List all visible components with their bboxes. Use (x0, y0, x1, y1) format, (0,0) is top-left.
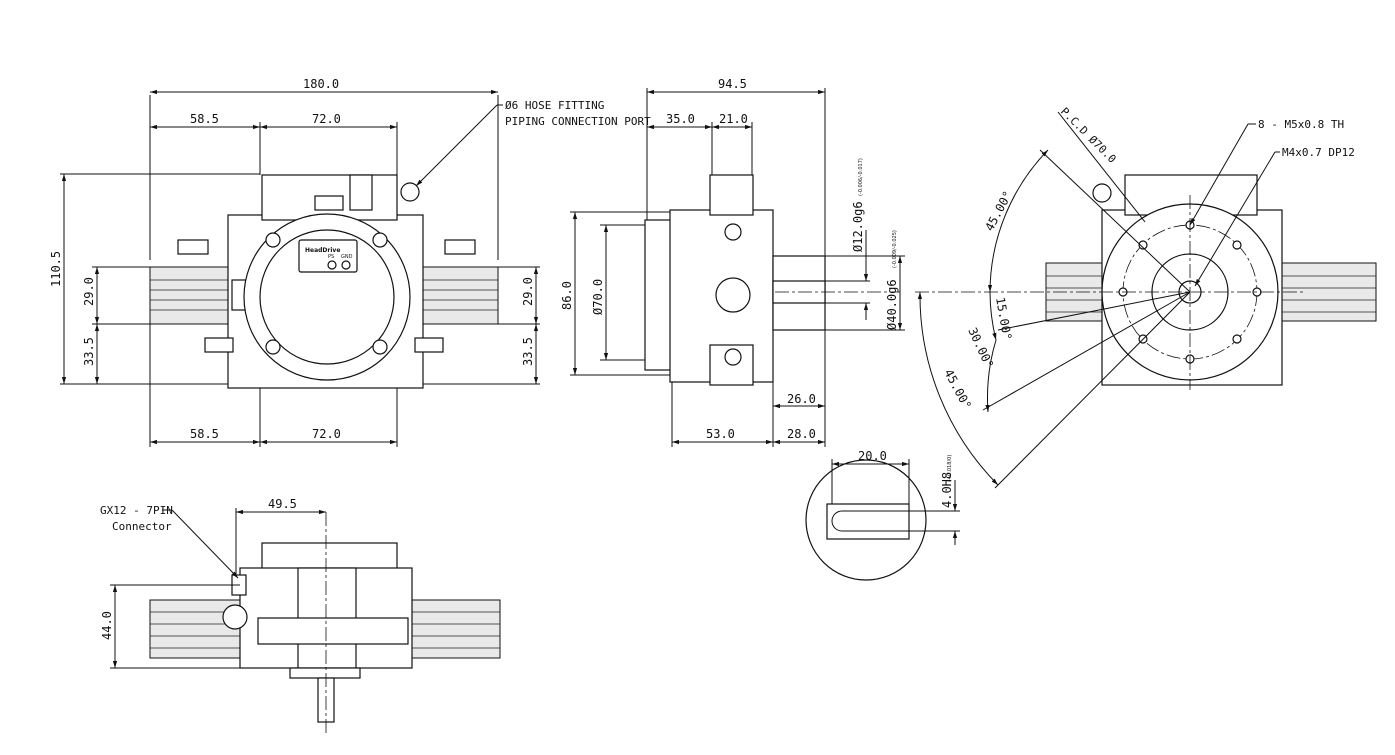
bottom-flange (289, 667, 361, 679)
key-way (826, 503, 910, 540)
thread-note: 8 - M5x0.8 TH (1258, 118, 1344, 131)
rear-view: 45.00° 15.00° 30.00° 45.00° P.C.D Ø70.0 … (915, 105, 1377, 489)
top-tab (314, 195, 344, 211)
screw-icon (265, 232, 281, 248)
bottom-connector-icon (222, 604, 248, 630)
dim-overall-width: 180.0 (303, 77, 339, 91)
connector-note-line2: Connector (112, 520, 172, 533)
dim-bottom-offset: 49.5 (268, 497, 297, 511)
elbow-fitting-icon (444, 239, 476, 255)
dim-top-right-span: 21.0 (719, 112, 748, 126)
dim-overall-depth: 94.5 (718, 77, 747, 91)
dim-shaft-total: 28.0 (787, 427, 816, 441)
bottom-right-rail (404, 599, 501, 659)
bottom-manifold (257, 617, 409, 645)
angle-label-c: 30.00° (965, 325, 996, 370)
elbow-fitting-icon (414, 337, 444, 353)
cover-inner (259, 229, 395, 365)
dim-rail-height: 29.0 (82, 277, 96, 306)
hose-note-line1: Ø6 HOSE FITTING (505, 99, 604, 112)
elbow-fitting-icon (204, 337, 234, 353)
angle-label-b: 15.00° (993, 296, 1014, 341)
top-post (349, 174, 373, 211)
dim-bottom-center-span: 72.0 (312, 427, 341, 441)
dim-shaft-length: 26.0 (787, 392, 816, 406)
front-view: HeadDrive PS GND 180.0 58.5 72.0 110.5 2… (49, 77, 651, 447)
angle-label-d: 45.00° (941, 367, 974, 412)
side-top-block (709, 174, 754, 216)
side-fitting-icon (724, 348, 742, 366)
key-detail: 20.0 4.0H8 (+0.018/0) (805, 449, 960, 581)
dim-key-tolerance: (+0.018/0) (947, 455, 953, 482)
dim-center-span: 72.0 (312, 112, 341, 126)
dim-boss-tolerance: (-0.009/-0.025) (892, 230, 898, 268)
dim-rail-height-right: 29.0 (521, 277, 535, 306)
indicator-label-ps: PS (328, 254, 334, 260)
connector-note-line1: GX12 - 7PIN (100, 504, 173, 517)
dim-boss-diameter: Ø40.0g6 (885, 279, 899, 330)
rear-hose-fitting-icon (1092, 183, 1112, 203)
angle-label-a: 45.00° (982, 189, 1015, 234)
brand-label: HeadDrive (305, 247, 340, 254)
side-view: 94.5 35.0 21.0 86.0 Ø70.0 Ø12.0g6 (-0.00… (560, 77, 905, 447)
bolt-hole-icon (1138, 240, 1148, 250)
pcd-label: P.C.D Ø70.0 (1058, 105, 1119, 166)
screw-icon (372, 339, 388, 355)
dim-bottom-height: 44.0 (100, 611, 114, 640)
side-port-icon (715, 277, 751, 313)
right-rail (409, 266, 499, 325)
hose-note-line2: PIPING CONNECTION PORT (505, 115, 651, 128)
bottom-view: 49.5 44.0 GX12 - 7PIN Connector (100, 497, 501, 735)
led-icon (327, 260, 337, 270)
side-fitting-icon (724, 223, 742, 241)
dim-bottom-left-span: 58.5 (190, 427, 219, 441)
dim-shaft-diameter: Ø12.0g6 (851, 201, 865, 252)
dim-overall-height: 110.5 (49, 251, 63, 287)
bolt-hole-icon (1232, 240, 1242, 250)
dim-lower-height-right: 33.5 (521, 337, 535, 366)
dim-left-span: 58.5 (190, 112, 219, 126)
dim-lower-height: 33.5 (82, 337, 96, 366)
dim-body-length: 53.0 (706, 427, 735, 441)
dim-key-length: 20.0 (858, 449, 887, 463)
hose-fitting-icon (400, 182, 420, 202)
center-tap-note: M4x0.7 DP12 (1282, 146, 1355, 159)
screw-icon (372, 232, 388, 248)
dim-top-left-span: 35.0 (666, 112, 695, 126)
dim-shaft-tolerance: (-0.006/-0.017) (858, 158, 864, 196)
dim-side-height: 86.0 (560, 281, 574, 310)
bottom-top-cap (261, 542, 398, 572)
screw-icon (265, 339, 281, 355)
bolt-hole-icon (1232, 334, 1242, 344)
led-icon (341, 260, 351, 270)
indicator-label-gnd: GND (341, 254, 353, 260)
dim-body-diameter: Ø70.0 (591, 279, 605, 315)
elbow-fitting-icon (177, 239, 209, 255)
side-boss (644, 219, 674, 371)
